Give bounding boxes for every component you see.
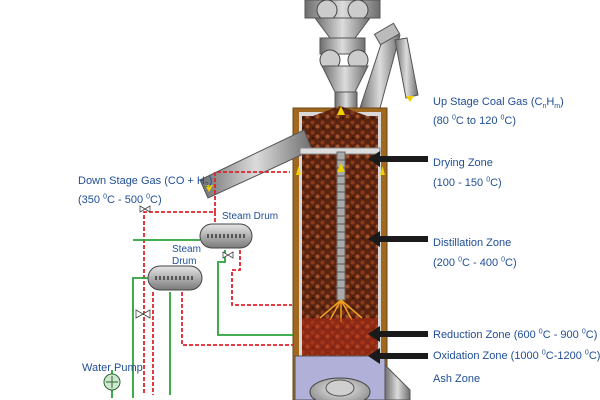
up-stage-temp-a: (80 (433, 115, 452, 127)
oxidation-zone-label: Oxidation Zone (1000 0C-1200 0C) (433, 349, 600, 363)
steam-drum-icon (147, 223, 253, 291)
up-stage-temp-b: C to 120 (455, 115, 501, 127)
up-stage-temp-sup2: 0 (500, 114, 505, 122)
down-stage-gas-label: Down Stage Gas (CO + H2) (78, 174, 213, 190)
ash-zone-label: Ash Zone (433, 373, 481, 385)
reduction-glow (302, 318, 378, 358)
distillation-temp-b: C - 400 (461, 257, 502, 269)
down-stage-temp-sup2: 0 (146, 193, 151, 201)
water-pump-label: Water Pump (82, 362, 143, 374)
drying-zone-temp-label: (100 - 150 0C) (433, 176, 502, 190)
up-stage-temp-c: C) (504, 115, 517, 127)
reduction-sup2: 0 (581, 328, 586, 336)
up-stage-sub-n: n (542, 103, 547, 111)
drying-temp-sup: 0 (486, 176, 491, 184)
steam-drum-lower-label-line1: Steam (172, 244, 201, 255)
oxidation-c: C) (588, 350, 600, 362)
down-stage-temp-sup1: 0 (103, 193, 107, 201)
reduction-c: C) (585, 329, 598, 341)
oxidation-a: Oxidation Zone (1000 (433, 350, 542, 362)
coal-hopper-icon (304, 0, 381, 113)
down-stage-temp-c: C) (150, 194, 162, 206)
drying-temp-a: (100 - 150 (433, 177, 487, 189)
down-stage-sub: 2 (204, 182, 209, 190)
up-stage-temp-label: (80 0C to 120 0C) (433, 114, 516, 128)
up-stage-coal-gas-label: Up Stage Coal Gas (CnHm) (433, 95, 564, 111)
ash-chamber (294, 355, 411, 400)
reduction-a: Reduction Zone (600 (433, 329, 539, 341)
steam-drum-lower-label-line2: Drum (172, 256, 197, 267)
reduction-zone-label: Reduction Zone (600 0C - 900 0C) (433, 328, 597, 342)
down-stage-temp-label: (350 0C - 500 0C) (78, 193, 162, 207)
up-stage-sub-m: m (554, 103, 561, 111)
oxidation-sup1: 0 (541, 349, 546, 357)
distillation-temp-sup1: 0 (458, 256, 462, 264)
up-stage-suffix: ) (560, 96, 564, 108)
up-stage-prefix: Up Stage Coal Gas (C (433, 96, 543, 108)
down-stage-b: ) (208, 175, 213, 187)
distillation-temp-a: (200 (433, 257, 459, 269)
reduction-sup1: 0 (538, 328, 543, 336)
steam-drum-upper-label: Steam Drum (222, 211, 279, 222)
gas-burst (319, 299, 363, 322)
down-stage-temp-a: (350 (78, 194, 104, 206)
zone-arrow-icon (368, 151, 428, 364)
down-stage-a: Down Stage Gas (CO + H (78, 175, 205, 187)
distillation-temp-c: C) (505, 257, 517, 269)
flame-icon (296, 106, 385, 175)
oxidation-sup2: 0 (584, 349, 589, 357)
reduction-b: C - 900 (542, 329, 582, 341)
drying-temp-b: C) (490, 177, 502, 189)
distillation-zone-temp-label: (200 0C - 400 0C) (433, 256, 517, 270)
distillation-temp-sup2: 0 (501, 256, 506, 264)
valve-icon (135, 205, 234, 319)
up-stage-mid: H (546, 96, 555, 108)
drying-zone-label: Drying Zone (433, 157, 493, 169)
oxidation-b: C-1200 (545, 350, 585, 362)
distillation-zone-label: Distillation Zone (433, 237, 512, 249)
water-pump-icon (103, 373, 121, 391)
up-stage-temp-sup1: 0 (451, 114, 456, 122)
down-stage-temp-b: C - 500 (106, 194, 147, 206)
hot-water-lines (143, 171, 293, 395)
